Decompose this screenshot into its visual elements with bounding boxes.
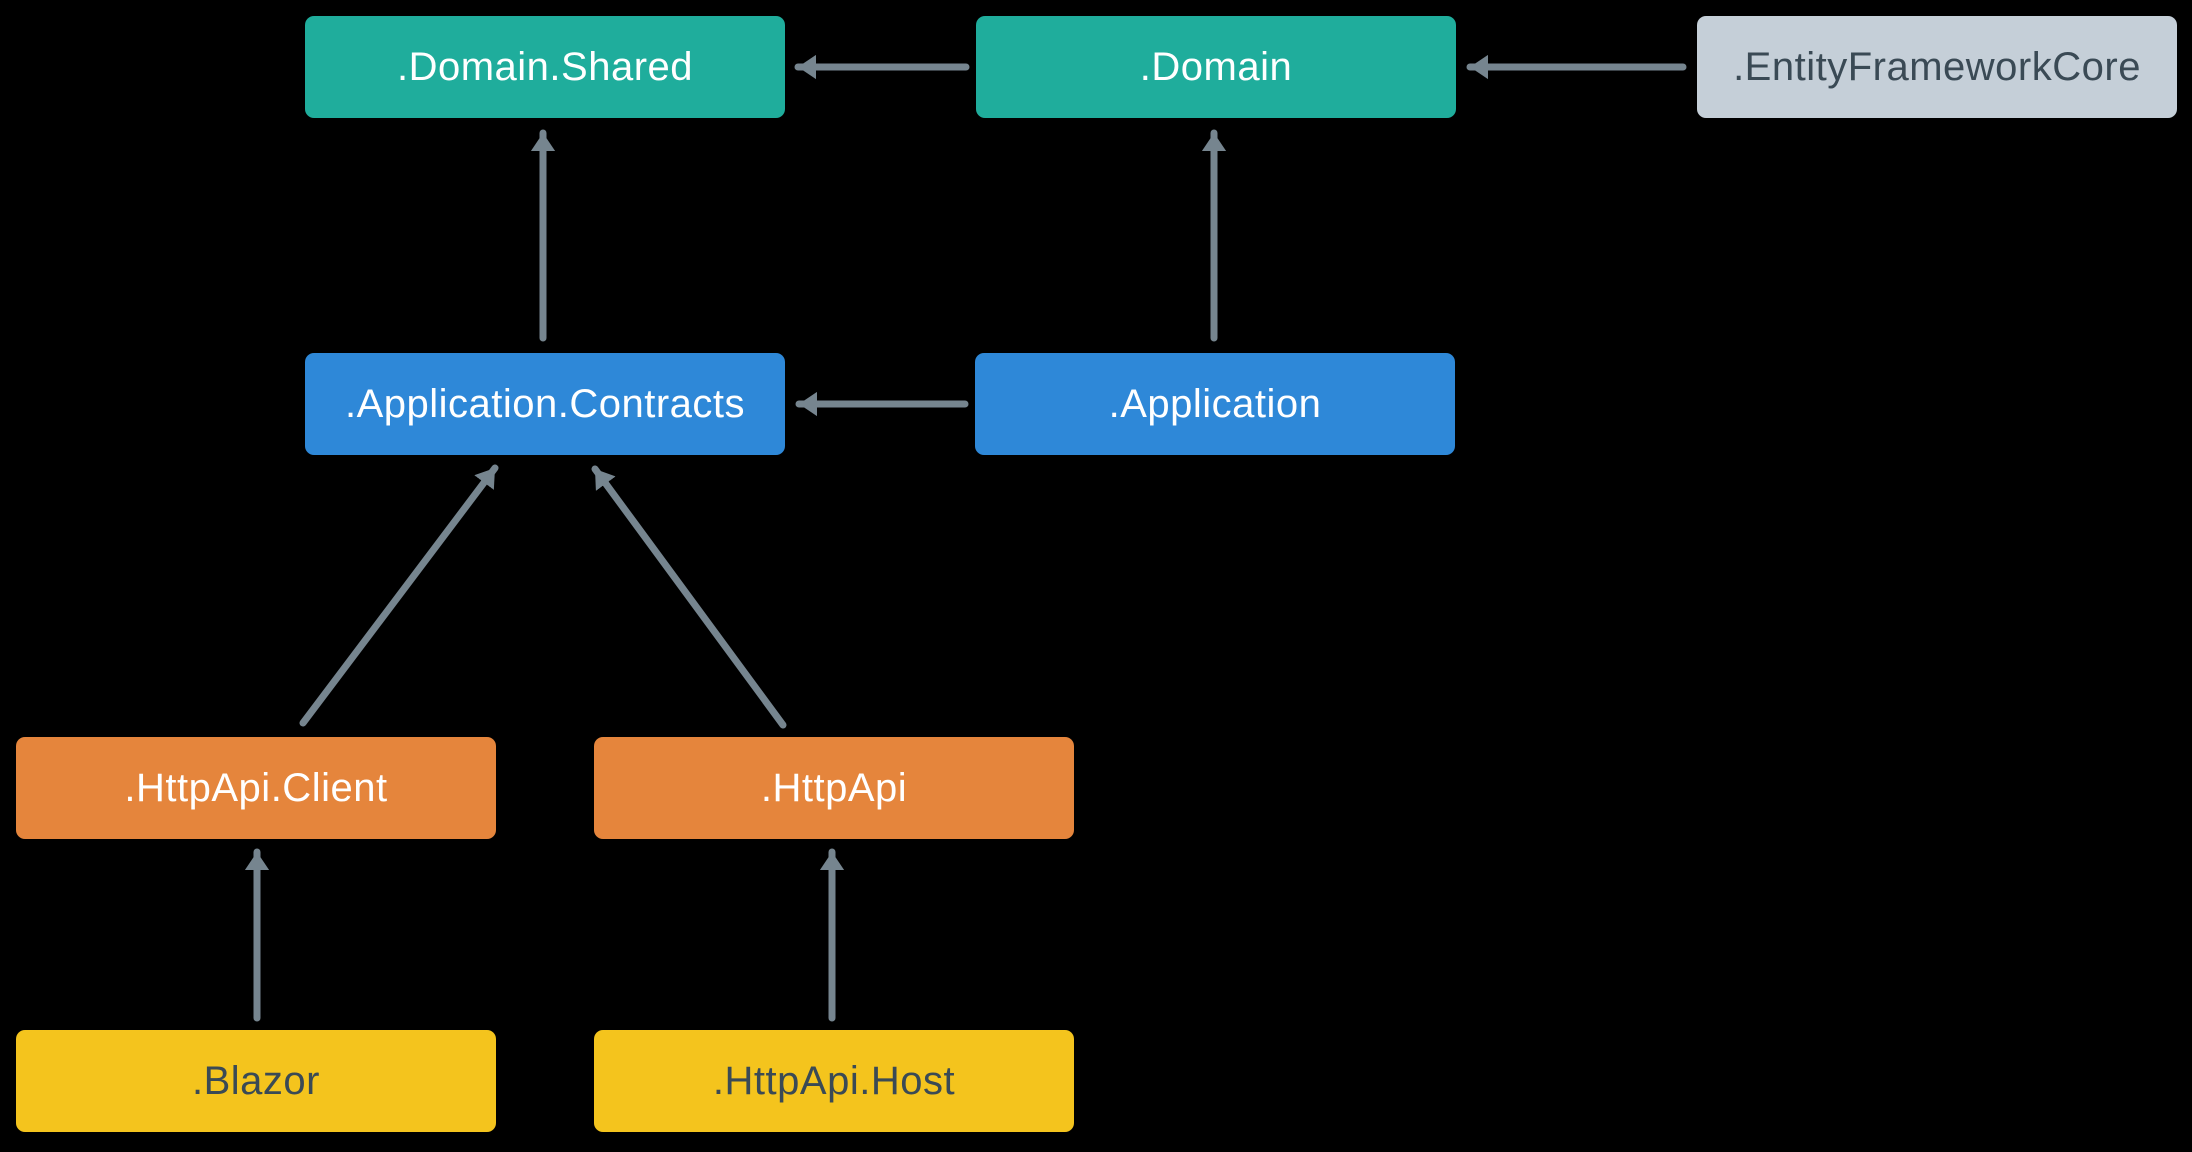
node-domain-shared: .Domain.Shared <box>305 16 785 118</box>
node-domain: .Domain <box>976 16 1456 118</box>
node-httpapi: .HttpApi <box>594 737 1074 839</box>
node-httpapi-host: .HttpApi.Host <box>594 1030 1074 1132</box>
node-httpapi-client: .HttpApi.Client <box>16 737 496 839</box>
edge-httpapi-to-application-contracts <box>591 465 787 729</box>
node-application: .Application <box>975 353 1455 455</box>
edge-httpapi-client-to-application-contracts <box>299 464 499 727</box>
node-entity-framework-core: .EntityFrameworkCore <box>1697 16 2177 118</box>
node-blazor: .Blazor <box>16 1030 496 1132</box>
node-application-contracts: .Application.Contracts <box>305 353 785 455</box>
